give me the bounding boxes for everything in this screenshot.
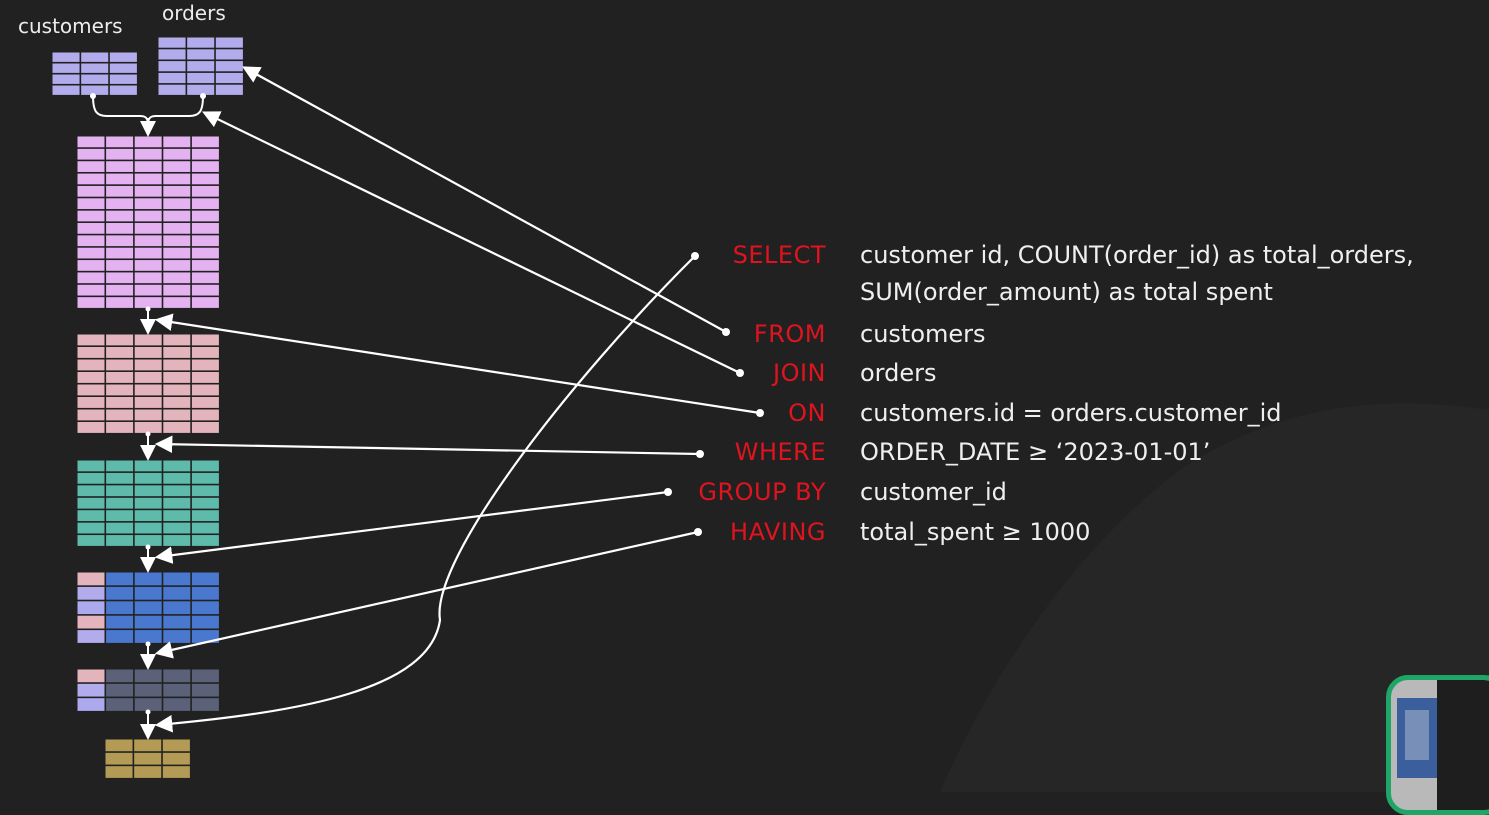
clause-where: ORDER_DATE ≥ ‘2023-01-01’ [860, 438, 1211, 466]
where-arrow [154, 435, 701, 456]
keyword-from: FROM [753, 320, 826, 348]
background-shape [0, 0, 1489, 792]
grouped-table [77, 572, 219, 643]
keyword-select: SELECT [732, 241, 826, 269]
clause-join: orders [860, 359, 937, 387]
select-arrow [154, 255, 696, 733]
clause-group-by: customer_id [860, 478, 1007, 506]
keyword-group-by: GROUP BY [698, 478, 826, 506]
clause-on: customers.id = orders.customer_id [860, 399, 1282, 427]
keyword-having: HAVING [730, 518, 826, 546]
from-arrow [242, 66, 727, 333]
orders-table-label: orders [162, 1, 226, 25]
where-filtered-table [77, 460, 219, 546]
having-arrow [154, 530, 699, 659]
having-filtered-table [77, 669, 219, 711]
orders-table [158, 37, 243, 95]
clause-from: customers [860, 320, 986, 348]
customers-table-label: customers [18, 14, 123, 38]
clause-select-line2: SUM(order_amount) as total spent [860, 278, 1273, 306]
on-arrow [154, 313, 761, 415]
clause-select-line1: customer id, COUNT(order_id) as total_or… [860, 241, 1414, 269]
join-arrow [202, 111, 741, 374]
customers-table [52, 52, 137, 95]
group-by-arrow [154, 490, 669, 564]
webcam-overlay [1386, 675, 1489, 815]
result-table [105, 739, 190, 778]
keyword-on: ON [788, 399, 826, 427]
joined-table [77, 136, 219, 308]
keyword-join: JOIN [773, 359, 826, 387]
clause-having: total_spent ≥ 1000 [860, 518, 1091, 546]
on-filtered-table [77, 334, 219, 433]
sql-execution-diagram [52, 37, 764, 778]
keyword-where: WHERE [734, 438, 826, 466]
